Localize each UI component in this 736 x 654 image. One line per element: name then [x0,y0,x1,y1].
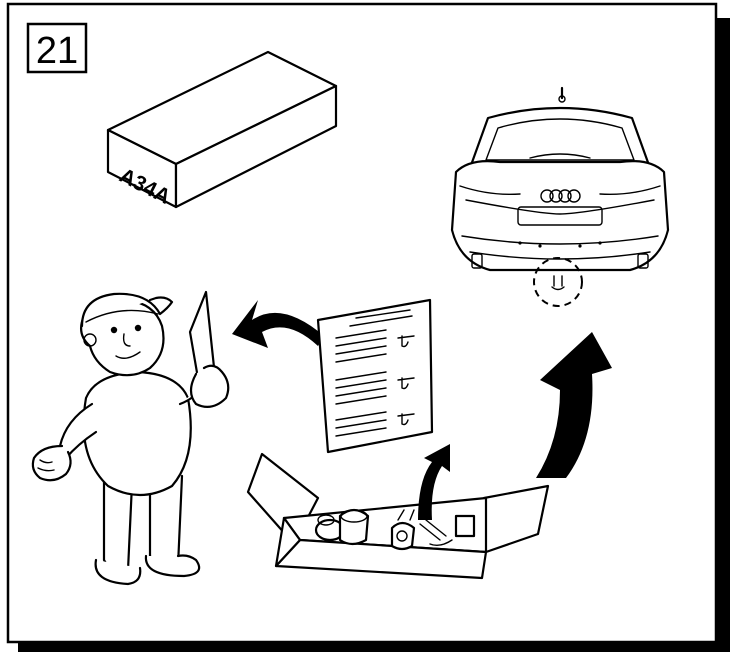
instruction-sheet [318,300,432,452]
step-number-badge: 21 [28,24,86,72]
step-number: 21 [36,30,78,72]
